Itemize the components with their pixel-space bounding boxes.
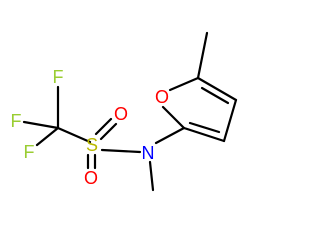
atom-sulfur: S (86, 135, 98, 155)
bond-c-f-bottom (35, 126, 60, 147)
bond-n-c2 (154, 126, 186, 145)
atom-nitrogen: N (142, 143, 155, 163)
bond-c2-o (161, 105, 186, 130)
bond-c5-c4 (196, 76, 238, 102)
bond-c-s (56, 126, 92, 144)
atom-labels: F F F S O O N O (11, 67, 170, 188)
bond-c5-methyl (196, 31, 209, 80)
bond-c3-c2-inner (188, 121, 221, 134)
atom-f-bottom: F (24, 142, 35, 162)
atom-f-top: F (53, 67, 64, 87)
bond-s-o-upper-a (94, 117, 113, 136)
atom-furan-oxygen: O (155, 87, 169, 107)
bond-s-n (100, 148, 142, 154)
bond-c3-c2 (182, 126, 226, 143)
bond-c4-c3 (222, 98, 238, 143)
bond-n-methyl (148, 160, 155, 192)
bond-c5-c4-inner (200, 86, 230, 105)
bond-o-c5 (168, 76, 200, 92)
atom-f-left: F (11, 111, 22, 131)
bonds (22, 31, 238, 192)
bond-s-o-upper-b (99, 122, 118, 141)
bond-c-f-left (22, 120, 60, 130)
atom-o-upper: O (114, 104, 128, 124)
structure-diagram: F F F S O O N O (11, 31, 238, 192)
molecule-canvas: F F F S O O N O (11, 31, 238, 192)
atom-o-lower: O (84, 168, 98, 188)
